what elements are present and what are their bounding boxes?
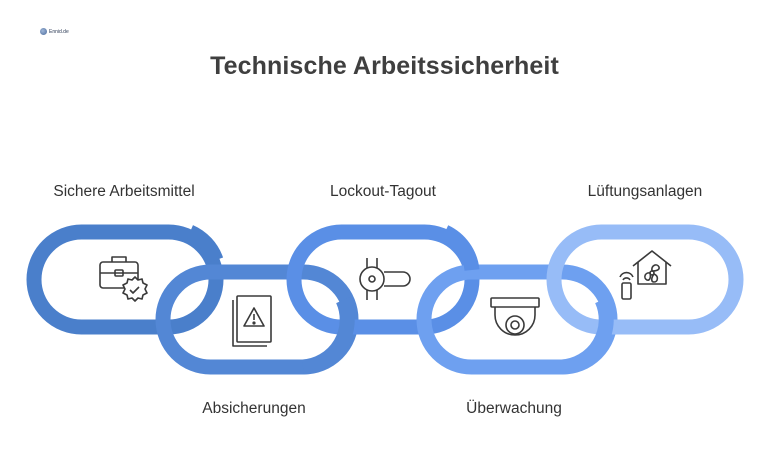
- chain-link-3-overlap: [441, 225, 480, 272]
- label-ueberwachung: Überwachung: [466, 400, 562, 417]
- chain-link-1-overlap: [186, 225, 224, 263]
- label-lueftungsanlagen: Lüftungsanlagen: [587, 183, 703, 200]
- label-sichere-arbeitsmittel: Sichere Arbeitsmittel: [53, 183, 195, 200]
- warning-sign-icon: [232, 295, 272, 347]
- chain-link-4-overlap: [561, 296, 614, 375]
- label-absicherungen: Absicherungen: [202, 400, 306, 417]
- logo: Ennid.de: [40, 28, 69, 35]
- chain-link-5: [546, 224, 744, 335]
- toolbox-checkmark-icon: [99, 256, 148, 302]
- ventilation-house-icon: [619, 250, 672, 300]
- page-title: Technische Arbeitssicherheit: [210, 52, 559, 80]
- logo-text: Ennid.de: [49, 28, 69, 35]
- globe-logo-icon: [40, 28, 47, 35]
- lockout-valve-icon: [359, 258, 411, 300]
- chain-link-2-overlap: [302, 296, 355, 375]
- security-camera-icon: [490, 297, 540, 336]
- label-lockout-tagout: Lockout-Tagout: [330, 183, 436, 200]
